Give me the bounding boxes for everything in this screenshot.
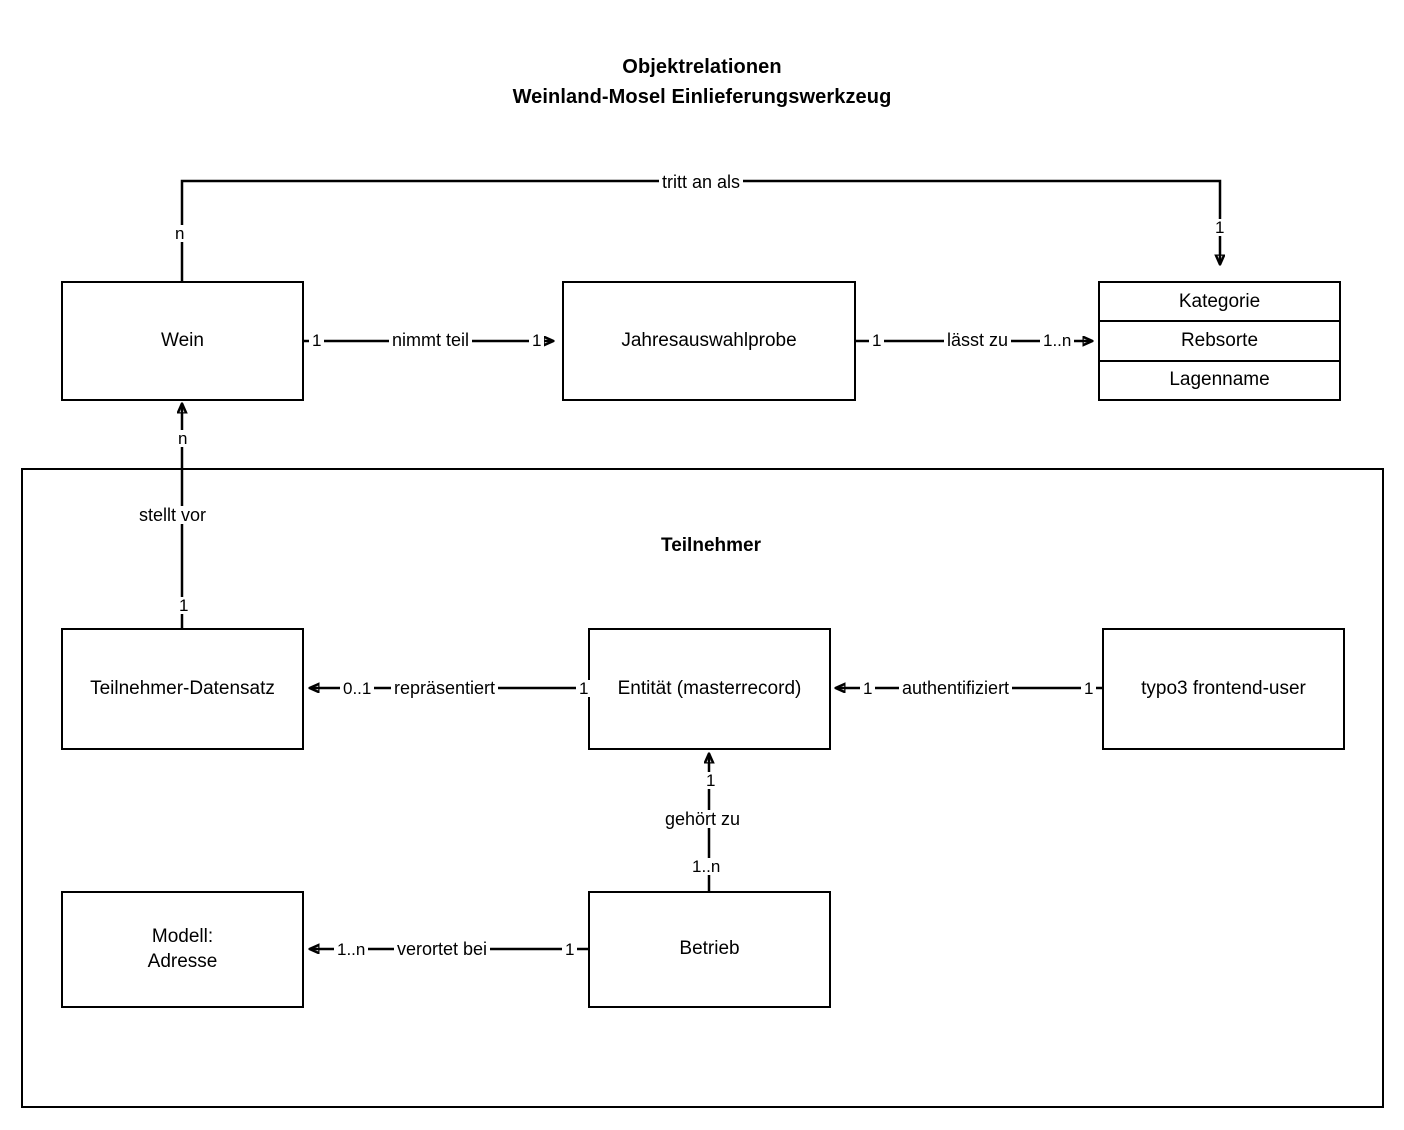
entity-box-modell-adresse[interactable]: Modell: Adresse — [61, 891, 304, 1008]
entity-label-wein: Wein — [161, 329, 204, 351]
relation-cardinality-repraesentiert-source: 0..1 — [340, 680, 375, 697]
group-container-teilnehmer — [21, 468, 1384, 1108]
entity-label-modell-adresse-line-2: Adresse — [147, 950, 218, 972]
relation-cardinality-gehoert-zu-target: 1..n — [689, 858, 724, 875]
entity-table-kategorie[interactable]: Kategorie Rebsorte Lagenname — [1098, 281, 1341, 401]
entity-label-modell-adresse-line-1: Modell: — [151, 926, 214, 948]
relation-cardinality-tritt-an-als-target: 1 — [1212, 219, 1228, 236]
relation-cardinality-laesst-zu-target: 1..n — [1040, 332, 1075, 349]
entity-box-entitaet-masterrecord[interactable]: Entität (masterrecord) — [588, 628, 831, 750]
page-title-line-2: Weinland-Mosel Einlieferungswerkzeug — [512, 86, 892, 108]
relation-cardinality-laesst-zu-source: 1 — [869, 332, 885, 349]
attr-row-lagenname[interactable]: Lagenname — [1100, 362, 1339, 399]
relation-cardinality-tritt-an-als-source: n — [172, 225, 188, 242]
group-title-teilnehmer: Teilnehmer — [661, 535, 761, 556]
entity-label-typo3-frontend-user: typo3 frontend-user — [1141, 677, 1306, 699]
relation-verb-verortet-bei: verortet bei — [394, 940, 491, 958]
relation-verb-laesst-zu: lässt zu — [944, 331, 1012, 349]
relation-verb-authentifiziert: authentifiziert — [899, 679, 1013, 697]
entity-box-wein[interactable]: Wein — [61, 281, 304, 401]
relation-cardinality-gehoert-zu-source: 1 — [703, 772, 719, 789]
relation-verb-gehoert-zu: gehört zu — [662, 810, 744, 828]
relation-verb-repraesentiert: repräsentiert — [391, 679, 499, 697]
attr-label-lagenname: Lagenname — [1169, 369, 1270, 391]
relation-cardinality-stellt-vor-target: 1 — [176, 597, 192, 614]
connector-tritt-an-als — [180, 179, 1220, 281]
entity-label-entitaet-masterrecord: Entität (masterrecord) — [617, 677, 802, 699]
relation-cardinality-stellt-vor-source: n — [175, 430, 191, 447]
relation-verb-stellt-vor: stellt vor — [136, 506, 210, 524]
entity-box-typo3-frontend-user[interactable]: typo3 frontend-user — [1102, 628, 1345, 750]
relation-cardinality-verortet-bei-target: 1 — [562, 941, 578, 958]
entity-box-teilnehmer-datensatz[interactable]: Teilnehmer-Datensatz — [61, 628, 304, 750]
relation-verb-tritt-an-als: tritt an als — [659, 173, 744, 191]
entity-label-teilnehmer-datensatz: Teilnehmer-Datensatz — [90, 677, 275, 699]
attr-label-kategorie: Kategorie — [1178, 290, 1261, 312]
relation-cardinality-authentifiziert-target: 1 — [1081, 680, 1097, 697]
page-title-line-1: Objektrelationen — [622, 56, 782, 78]
relation-cardinality-authentifiziert-source: 1 — [860, 680, 876, 697]
attr-row-rebsorte[interactable]: Rebsorte — [1100, 322, 1339, 362]
entity-label-betrieb: Betrieb — [679, 938, 740, 960]
entity-box-jahresauswahlprobe[interactable]: Jahresauswahlprobe — [562, 281, 856, 401]
relation-cardinality-nimmt-teil-source: 1 — [309, 332, 325, 349]
entity-label-jahresauswahlprobe: Jahresauswahlprobe — [621, 329, 797, 351]
entity-box-betrieb[interactable]: Betrieb — [588, 891, 831, 1008]
attr-row-kategorie[interactable]: Kategorie — [1100, 283, 1339, 323]
relation-cardinality-repraesentiert-target: 1 — [576, 680, 592, 697]
relation-verb-nimmt-teil: nimmt teil — [389, 331, 473, 349]
attr-label-rebsorte: Rebsorte — [1180, 329, 1259, 351]
relation-cardinality-nimmt-teil-target: 1 — [529, 332, 545, 349]
relation-cardinality-verortet-bei-source: 1..n — [334, 941, 369, 958]
